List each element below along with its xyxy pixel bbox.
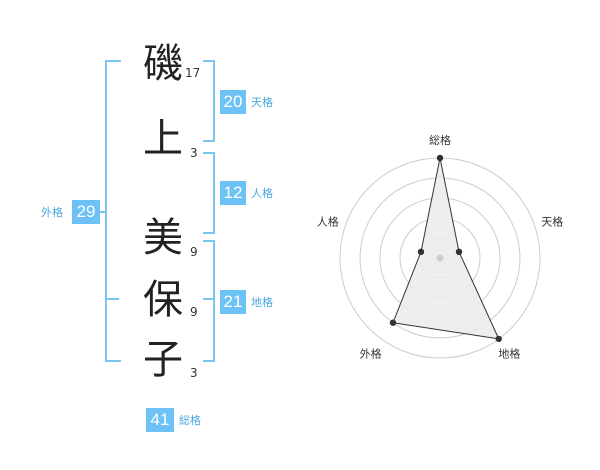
gaikaku-connector [96, 211, 105, 213]
radar-point-1 [436, 154, 444, 162]
radar-axis-label-1: 総格 [429, 133, 451, 147]
name-char-2: 上 [143, 116, 183, 162]
radar-point-5 [417, 248, 425, 256]
stroke-count-2: 3 [190, 146, 198, 160]
name-char-5: 子 [143, 337, 183, 383]
chikaku-bracket-tick [203, 298, 213, 300]
name-char-4: 保 [143, 277, 183, 323]
gaikaku-label: 外格 [41, 206, 63, 219]
radar-series-area [392, 157, 500, 340]
soukaku-label: 総格 [179, 414, 201, 427]
gaikaku-bracket-tick [105, 298, 119, 300]
radar-center-point [436, 254, 444, 262]
radar-point-2 [455, 248, 463, 256]
stroke-count-3: 9 [190, 245, 198, 259]
chikaku-bracket [203, 240, 215, 362]
stroke-count-4: 9 [190, 305, 198, 319]
name-char-3: 美 [143, 215, 183, 261]
tenkaku-label: 天格 [251, 96, 273, 109]
radar-axis-label-4: 外格 [360, 346, 382, 360]
jinkaku-label: 人格 [251, 187, 273, 200]
chikaku-label: 地格 [251, 296, 273, 309]
stroke-count-5: 3 [190, 366, 198, 380]
tenkaku-value: 20 [220, 90, 246, 114]
radar-axis-label-5: 人格 [317, 215, 339, 229]
jinkaku-bracket [203, 152, 215, 234]
soukaku-value: 41 [146, 408, 174, 432]
radar-point-3 [495, 335, 502, 343]
gaikaku-bracket [105, 60, 121, 362]
jinkaku-value: 12 [220, 181, 246, 205]
stroke-count-1: 17 [185, 66, 201, 80]
tenkaku-bracket [203, 60, 215, 142]
gaikaku-value: 29 [72, 200, 100, 224]
radar-point-4 [389, 319, 397, 326]
radar-axis-label-3: 地格 [498, 346, 520, 360]
radar-axis-label-2: 天格 [541, 215, 563, 229]
chikaku-value: 21 [220, 290, 246, 314]
name-char-1: 磯 [143, 41, 183, 87]
